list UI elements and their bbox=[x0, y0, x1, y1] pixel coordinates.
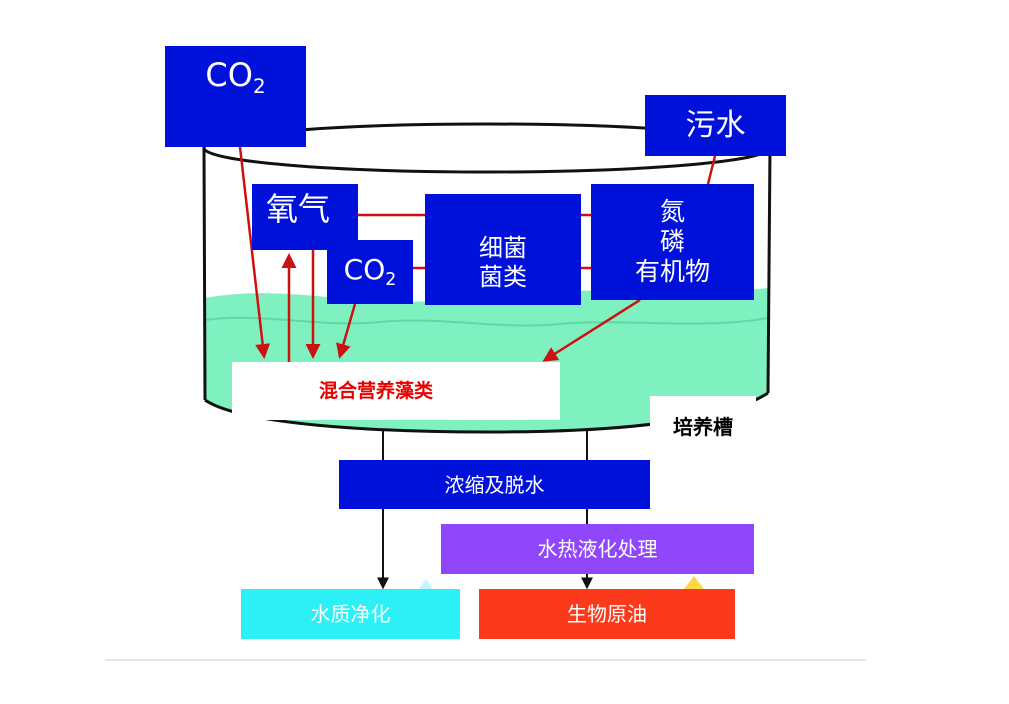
co2-inner-subscript: 2 bbox=[385, 270, 397, 291]
bacteria-line2: 菌类 bbox=[479, 262, 527, 291]
co2-inner-label: CO bbox=[343, 253, 386, 287]
wastewater-label: 污水 bbox=[685, 107, 746, 143]
concentrate-label: 浓缩及脱水 bbox=[444, 472, 545, 497]
arrow-co2-to-algae bbox=[238, 146, 271, 359]
hydrothermal-box: 水热液化处理 bbox=[441, 524, 754, 574]
arrow-nutrients-to-algae bbox=[542, 298, 641, 362]
concentrate-box: 浓缩及脱水 bbox=[339, 460, 650, 509]
bio-crude-box: 生物原油 bbox=[479, 589, 735, 639]
nutrients-line1: 氮 bbox=[659, 197, 685, 226]
co2-source-box: CO2 bbox=[165, 46, 306, 147]
algae-label: 混合营养藻类 bbox=[318, 379, 433, 402]
nutrients-line3: 有机物 bbox=[634, 257, 710, 286]
bacteria-line1: 细菌 bbox=[479, 233, 527, 262]
nutrients-line2: 磷 bbox=[659, 227, 685, 256]
bio-crude-label: 生物原油 bbox=[567, 602, 647, 626]
water-wave-line bbox=[204, 316, 769, 327]
small-triangle-cyan bbox=[419, 579, 433, 589]
hydrothermal-label: 水热液化处理 bbox=[537, 537, 658, 561]
co2-subscript: 2 bbox=[252, 74, 266, 98]
oxygen-label: 氧气 bbox=[266, 190, 331, 228]
tank-right-wall bbox=[766, 147, 772, 394]
co2-label: CO bbox=[205, 56, 253, 94]
arrow-co2-inner-to-algae bbox=[336, 303, 357, 359]
tank-label: 培养槽 bbox=[673, 415, 733, 439]
arrow-wastewater-to-nutrients bbox=[706, 155, 717, 185]
bacteria-box: 细菌 菌类 bbox=[425, 194, 581, 305]
wastewater-box: 污水 bbox=[645, 95, 786, 156]
oxygen-box: 氧气 bbox=[252, 184, 358, 250]
small-triangle-yellow bbox=[684, 576, 704, 589]
water-purification-box: 水质净化 bbox=[241, 589, 460, 639]
nutrients-box: 氮 磷 有机物 bbox=[591, 184, 754, 300]
water-purification-label: 水质净化 bbox=[310, 602, 391, 626]
co2-inner-box: CO2 bbox=[327, 240, 413, 304]
tank-label-box: 培养槽 bbox=[650, 396, 756, 458]
tank-left-wall bbox=[202, 147, 207, 401]
algae-box: 混合营养藻类 bbox=[232, 362, 560, 420]
